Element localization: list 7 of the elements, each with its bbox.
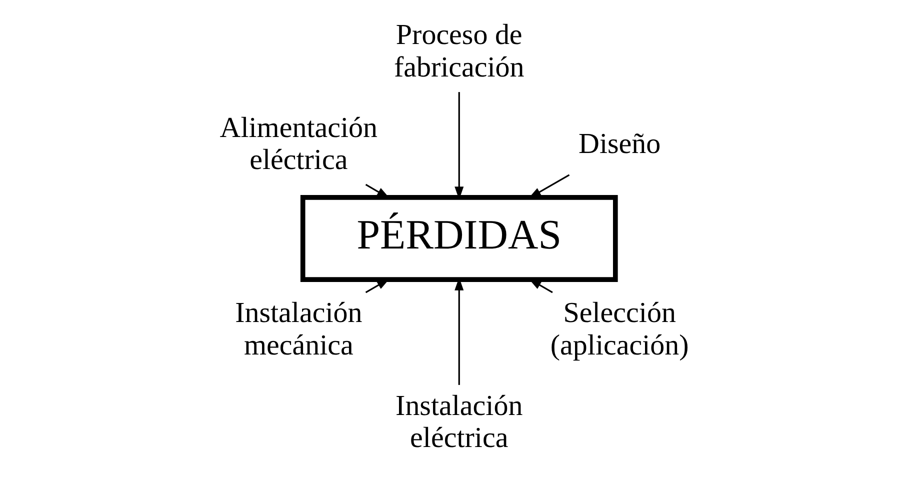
node-text: Selección (aplicación) [550, 297, 689, 362]
node-text: Alimentación eléctrica [220, 112, 378, 176]
node-text: Instalación mecánica [235, 297, 362, 362]
node-text: Proceso de fabricación [394, 19, 524, 84]
node-text: Diseño [578, 128, 661, 160]
node-box: PÉRDIDAS [300, 195, 618, 282]
node-text: Instalación eléctrica [396, 390, 523, 454]
